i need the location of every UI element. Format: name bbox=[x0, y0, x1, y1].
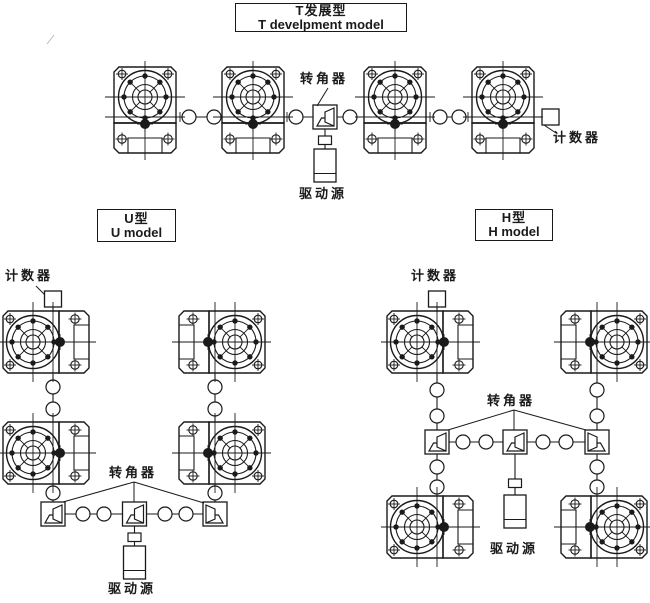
u-drive-source-label: 驱动源 bbox=[108, 581, 157, 596]
leader-line bbox=[447, 409, 587, 431]
screw-jack-symbol bbox=[171, 412, 272, 494]
counter-symbol bbox=[541, 108, 560, 126]
screw-jack-symbol bbox=[104, 60, 186, 161]
screw-jack-symbol bbox=[553, 486, 650, 568]
corner-gearbox-symbol bbox=[502, 429, 528, 455]
u-model-title-en: U model bbox=[110, 224, 163, 240]
leader-line bbox=[35, 285, 46, 296]
t-model-title-en: T develpment model bbox=[258, 16, 384, 32]
screw-jack-symbol bbox=[212, 60, 294, 161]
h-drive-source-label: 驱动源 bbox=[490, 541, 539, 556]
t-model-title: T发展型 T develpment model bbox=[235, 3, 407, 32]
u-model-title: U型 U model bbox=[97, 209, 176, 242]
scan-artifact bbox=[46, 34, 55, 45]
t-counter-label: 计数器 bbox=[553, 130, 602, 145]
leader-line bbox=[316, 87, 329, 107]
h-corner-gearbox-label: 转角器 bbox=[487, 393, 536, 408]
screw-jack-symbol bbox=[0, 301, 97, 383]
corner-gearbox-symbol bbox=[584, 429, 610, 455]
t-corner-gearbox-label: 转角器 bbox=[300, 71, 349, 86]
screw-jack-symbol bbox=[553, 301, 650, 383]
h-model-title: H型 H model bbox=[475, 209, 553, 241]
h-couplings bbox=[429, 382, 605, 495]
drive-motor-symbol bbox=[122, 545, 147, 580]
shaft-coupling-block bbox=[317, 135, 333, 146]
u-model-title-cn: U型 bbox=[124, 210, 149, 226]
t-drive-source-label: 驱动源 bbox=[299, 186, 348, 201]
corner-gearbox-symbol bbox=[40, 501, 66, 527]
leader-line bbox=[543, 124, 557, 134]
screw-jack-symbol bbox=[462, 60, 544, 161]
h-model-title-en: H model bbox=[488, 224, 540, 239]
screw-jack-symbol bbox=[380, 486, 481, 568]
drive-motor-symbol bbox=[313, 148, 337, 183]
h-model-title-cn: H型 bbox=[501, 210, 527, 225]
t-model-drawing bbox=[104, 60, 560, 183]
shaft-coupling-block bbox=[127, 532, 142, 543]
u-counter-label: 计数器 bbox=[5, 268, 54, 283]
h-counter-label: 计数器 bbox=[411, 268, 460, 283]
u-corner-gearbox-label: 转角器 bbox=[109, 465, 158, 480]
corner-gearbox-symbol bbox=[202, 501, 228, 527]
leader-line bbox=[62, 481, 205, 504]
screw-jack-symbol bbox=[380, 301, 481, 383]
t-model-title-cn: T发展型 bbox=[295, 2, 347, 18]
screw-jack-symbol bbox=[0, 412, 97, 494]
screw-jack-symbol bbox=[354, 60, 436, 161]
u-model-drawing bbox=[0, 285, 272, 580]
corner-gearbox-symbol bbox=[424, 429, 450, 455]
screw-jack-symbol bbox=[171, 301, 272, 383]
h-model-drawing bbox=[380, 290, 650, 568]
drive-motor-symbol bbox=[503, 494, 527, 529]
corner-gearbox-symbol bbox=[121, 501, 148, 527]
shaft-coupling-block bbox=[507, 478, 523, 489]
corner-gearbox-symbol bbox=[312, 104, 338, 130]
